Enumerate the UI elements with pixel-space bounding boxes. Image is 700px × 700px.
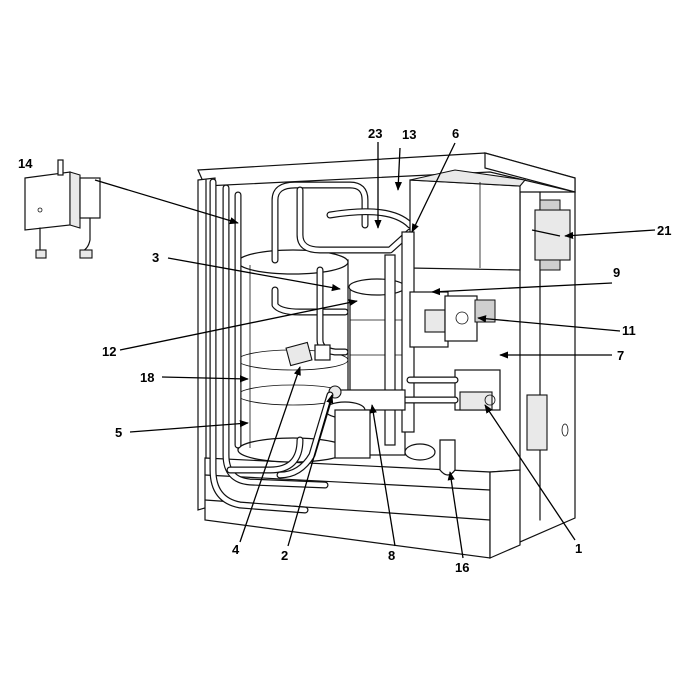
callout-23: 23 (368, 126, 382, 141)
left-pipe-bundle (209, 178, 329, 514)
callout-5: 5 (115, 425, 122, 440)
callout-7: 7 (617, 348, 624, 363)
callout-1: 1 (575, 541, 582, 556)
callout-13: 13 (402, 127, 416, 142)
callout-16: 16 (455, 560, 469, 575)
callout-4: 4 (232, 542, 240, 557)
leader-lines (94, 142, 656, 559)
callout-21: 21 (657, 223, 671, 238)
callout-14: 14 (18, 156, 33, 171)
callout-labels: 14 23 13 6 21 3 9 11 12 7 18 5 4 2 8 16 … (18, 126, 671, 575)
control-box (409, 169, 571, 271)
lower-components (276, 341, 501, 479)
callout-8: 8 (388, 548, 395, 563)
gas-valve (409, 291, 496, 348)
detached-switch-assembly (24, 159, 101, 259)
callout-11: 11 (622, 323, 636, 338)
callout-9: 9 (613, 265, 620, 280)
callout-12: 12 (102, 344, 116, 359)
callout-3: 3 (152, 250, 159, 265)
callout-6: 6 (452, 126, 459, 141)
callout-2: 2 (281, 548, 288, 563)
heat-exchanger (348, 231, 415, 456)
callout-18: 18 (140, 370, 154, 385)
